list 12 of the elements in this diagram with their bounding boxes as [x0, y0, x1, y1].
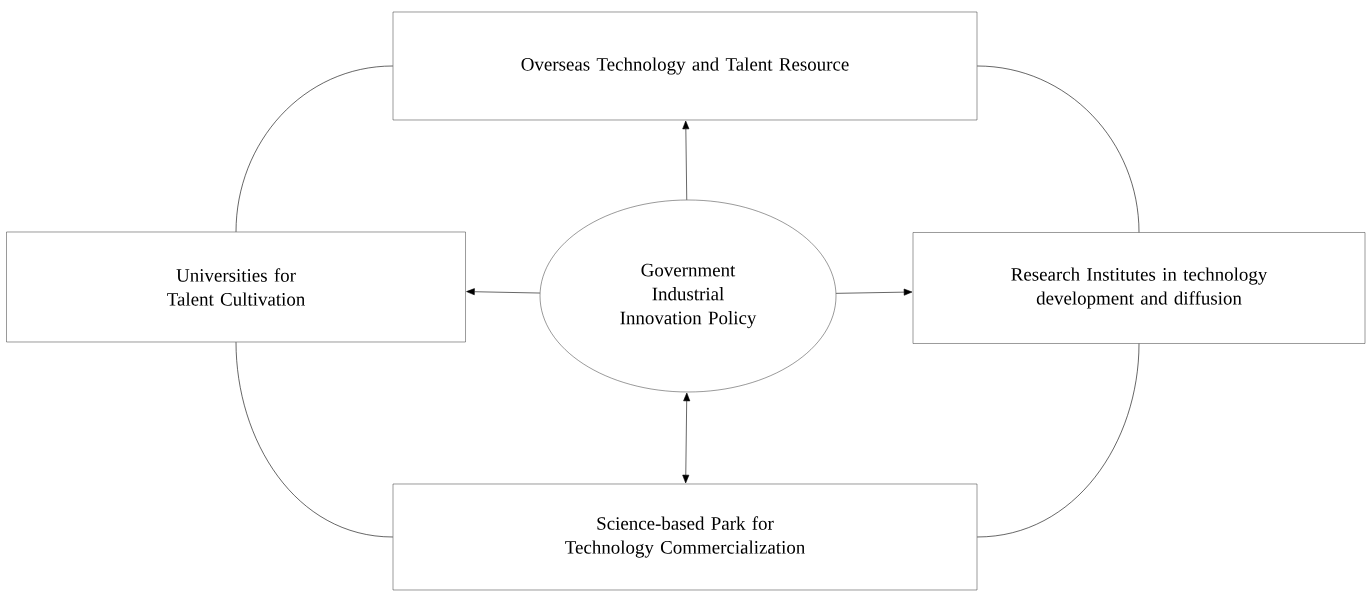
- connector-curve: [976, 65, 1140, 233]
- arrow: [682, 120, 690, 201]
- connector-curve: [976, 343, 1140, 538]
- text-box: Universities for Talent Cultivation: [6, 231, 466, 343]
- arrow: [466, 288, 541, 296]
- connector-curve: [235, 65, 394, 233]
- arrow: [835, 288, 913, 296]
- text-box: Science-based Park for Technology Commercialization: [392, 483, 978, 591]
- text-box: Overseas Technology and Talent Resource: [392, 11, 978, 121]
- text-box: Research Institutes in technology development and diffusion: [912, 232, 1366, 344]
- arrow: [682, 392, 691, 484]
- connector-curve: [235, 341, 394, 538]
